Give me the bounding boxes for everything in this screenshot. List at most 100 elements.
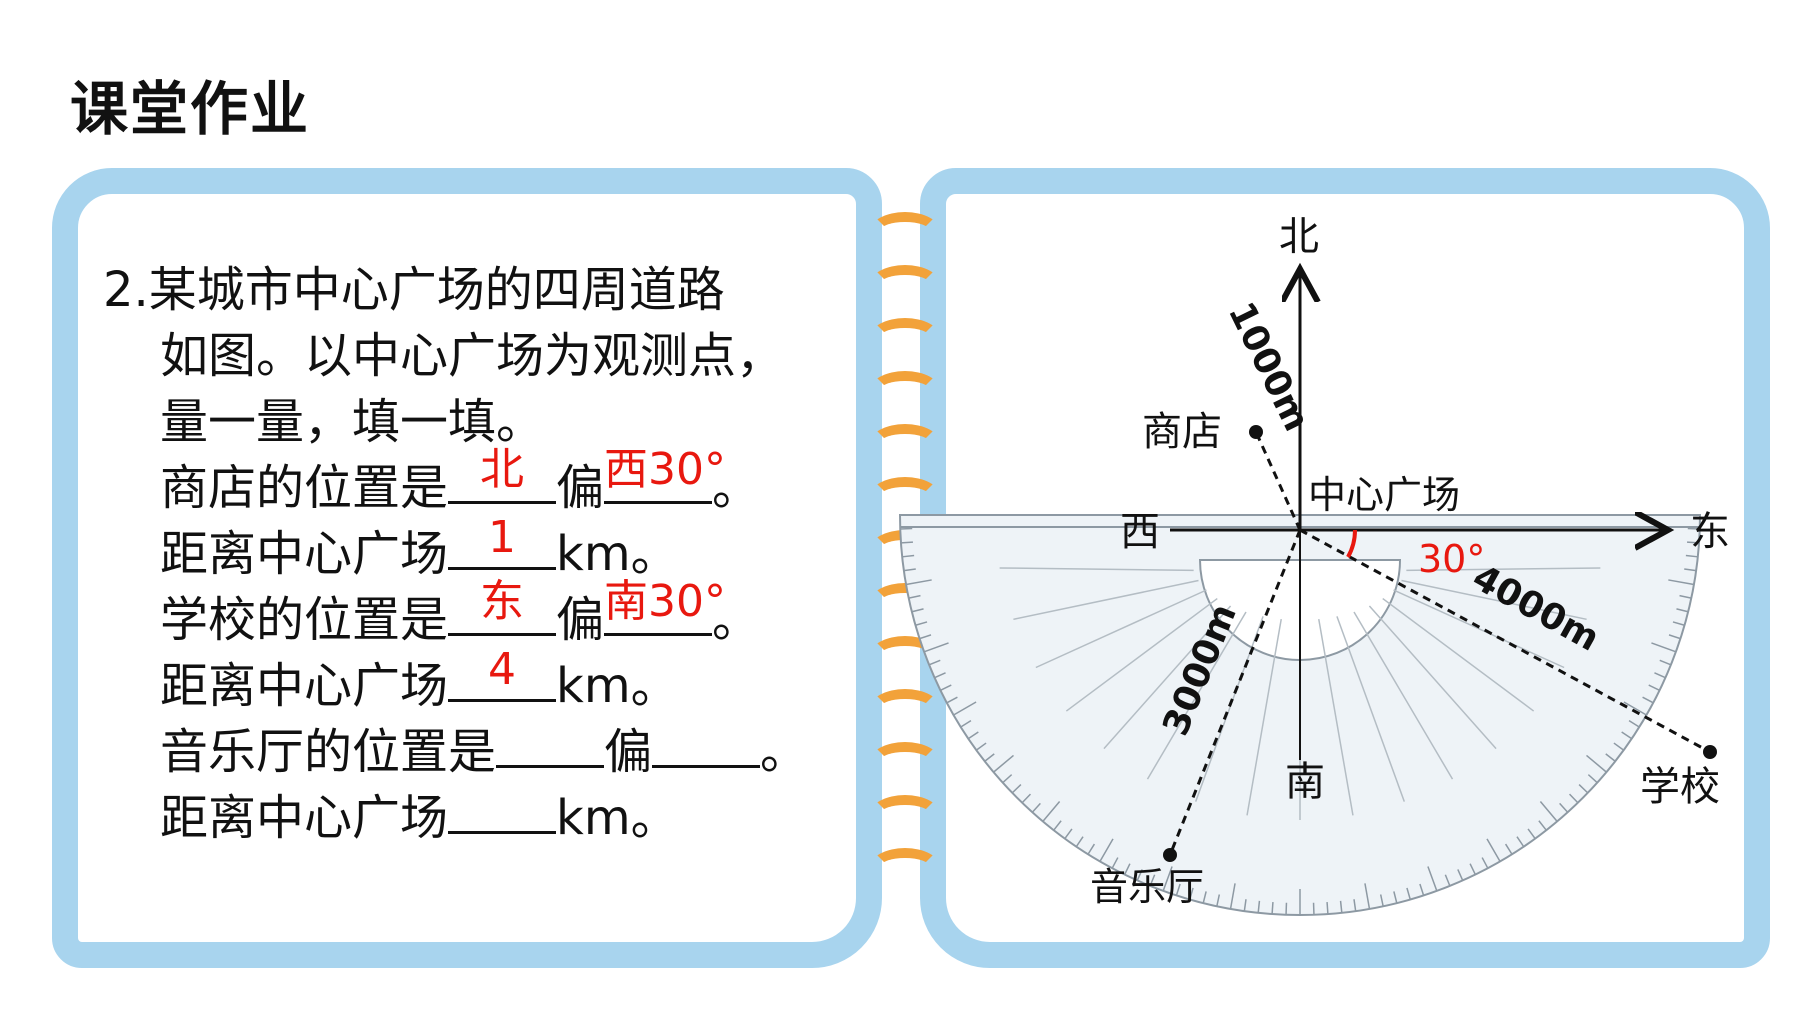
protractor-tick	[1202, 891, 1207, 904]
protractor-tick	[1229, 883, 1236, 910]
protractor-spoke	[1013, 579, 1199, 621]
protractor-tick	[1175, 883, 1181, 896]
protractor-spoke	[1318, 618, 1354, 816]
protractor-tick	[1539, 801, 1558, 822]
protractor-tick	[1162, 866, 1173, 892]
protractor-spoke	[1382, 597, 1535, 712]
question-line-2: 如图。以中心广场为观测点，	[160, 328, 785, 384]
hall-direction-line: 音乐厅的位置是偏。	[160, 712, 808, 782]
spiral-ring	[870, 742, 940, 780]
protractor-tick	[1559, 802, 1569, 813]
center-label: 中心广场	[1308, 473, 1460, 517]
protractor-tick	[993, 754, 1014, 773]
protractor-tick	[1676, 608, 1689, 613]
protractor-tick	[934, 672, 946, 679]
protractor-tick	[1419, 883, 1425, 896]
school-direction-line: 学校的位置是东偏南30°。	[160, 576, 761, 648]
protractor-tick	[1684, 568, 1697, 572]
protractor-tick	[1648, 684, 1660, 692]
spiral-ring	[870, 636, 940, 674]
protractor-tick	[1486, 838, 1501, 862]
spiral-ring	[870, 212, 940, 250]
spiral-ring	[870, 583, 940, 621]
protractor-spokes	[999, 567, 1601, 820]
school-dir1-blank[interactable]: 东	[448, 576, 557, 636]
protractor-tick	[1002, 774, 1013, 784]
protractor-tick	[1011, 783, 1022, 794]
protractor-tick	[1685, 554, 1698, 558]
protractor-tick	[984, 753, 995, 762]
protractor-tick	[1623, 701, 1647, 716]
protractor-tick	[1123, 863, 1131, 875]
protractor-tick	[919, 634, 932, 640]
hall-label: 音乐厅	[1090, 865, 1204, 909]
shop-route-line	[1254, 431, 1302, 531]
protractor-tick	[1481, 857, 1489, 869]
shop-distance-label: 1000m	[1220, 296, 1317, 438]
school-distance-blank[interactable]: 4	[448, 644, 557, 702]
spiral-ring	[870, 371, 940, 409]
protractor-spoke	[999, 567, 1194, 572]
spiral-ring	[870, 848, 940, 886]
protractor-tick	[1364, 883, 1371, 910]
protractor-tick	[1469, 863, 1477, 875]
question-line-1: 2.某城市中心广场的四周道路	[103, 250, 725, 320]
protractor-tick	[1672, 621, 1685, 626]
west-label: 西	[1120, 509, 1160, 555]
shop-direction-line: 商店的位置是北偏西30°。	[160, 444, 761, 516]
protractor-tick	[902, 554, 915, 558]
protractor-tick	[946, 696, 958, 704]
protractor-tick	[923, 642, 949, 653]
protractor-tick	[1679, 594, 1692, 599]
hall-distance-blank[interactable]	[448, 779, 557, 834]
protractor-spoke	[1368, 605, 1497, 750]
protractor-tick	[960, 719, 972, 728]
hall-route-line	[1168, 529, 1302, 856]
protractor-tick	[1687, 541, 1700, 544]
protractor-tick	[1642, 696, 1654, 704]
shop-distance-blank[interactable]: 1	[448, 512, 557, 570]
protractor-tick	[1406, 887, 1411, 900]
protractor-tick	[915, 621, 928, 626]
school-point	[1703, 745, 1717, 759]
protractor-tick	[1651, 642, 1677, 653]
spiral-ring	[870, 265, 940, 303]
protractor-tick	[1659, 659, 1672, 666]
page-title: 课堂作业	[70, 75, 311, 143]
protractor-spoke	[1336, 616, 1406, 802]
protractor-spoke	[1393, 589, 1565, 669]
protractor-tick	[1568, 793, 1579, 804]
hall-point	[1163, 848, 1177, 862]
protractor-tick	[1605, 753, 1616, 762]
protractor-tick	[1427, 866, 1438, 892]
school-dir2-blank[interactable]: 南30°	[604, 576, 726, 636]
protractor-tick	[1654, 672, 1666, 679]
protractor-spoke	[1065, 597, 1218, 712]
school-label: 学校	[1640, 764, 1720, 810]
protractor-tick	[940, 684, 952, 692]
protractor-tick	[905, 579, 932, 586]
protractor-tick	[1053, 820, 1062, 831]
hall-dir1-blank[interactable]	[496, 713, 605, 768]
protractor-tick	[1586, 754, 1607, 773]
spiral-ring	[870, 318, 940, 356]
hall-dir2-blank[interactable]	[652, 713, 761, 768]
protractor-tick	[1021, 793, 1032, 804]
protractor-tick	[1042, 801, 1061, 822]
angle-label: 30°	[1418, 537, 1485, 581]
shop-dir1-blank[interactable]: 北	[448, 444, 557, 504]
spiral-ring	[870, 477, 940, 515]
protractor-tick	[1075, 836, 1084, 848]
shop-dir2-blank[interactable]: 西30°	[604, 444, 726, 504]
north-label: 北	[1279, 214, 1319, 260]
spiral-ring	[870, 424, 940, 462]
protractor-spoke	[1246, 618, 1282, 816]
protractor-spoke	[1401, 579, 1587, 621]
protractor-tick	[1271, 902, 1274, 915]
protractor-tick	[1257, 900, 1261, 913]
protractor-tick	[1527, 828, 1536, 840]
protractor-tick	[908, 594, 921, 599]
protractor-tick	[1668, 579, 1695, 586]
